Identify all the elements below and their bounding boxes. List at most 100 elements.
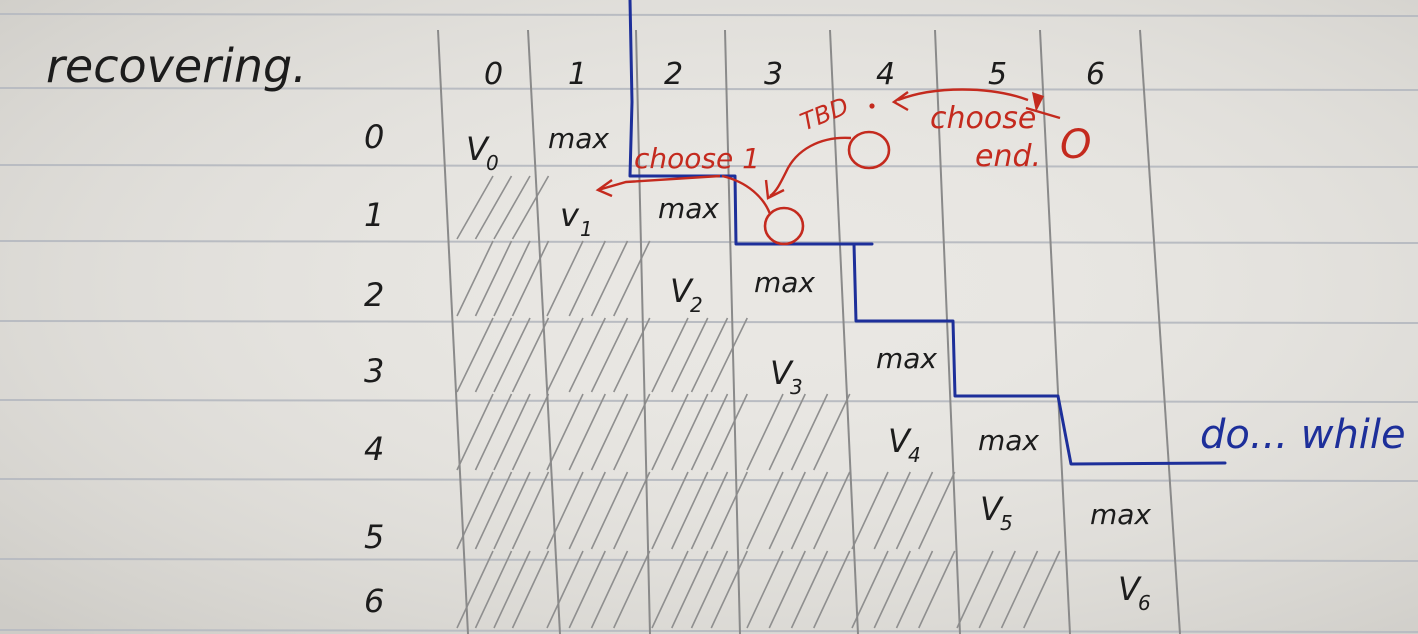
hatch-stroke (851, 471, 889, 550)
hatch-stroke (511, 317, 550, 393)
hatch-stroke (746, 471, 784, 550)
hatch-stroke (613, 550, 651, 629)
hatch-stroke (790, 550, 829, 629)
hatch-stroke (590, 471, 629, 550)
loop-label: do... while (1200, 412, 1406, 458)
hatch-stroke (493, 393, 531, 471)
hatch-stroke (493, 471, 531, 550)
hatch-stroke (895, 471, 934, 550)
hatch-stroke (474, 471, 513, 550)
hatch-stroke (456, 550, 494, 629)
ruled-line (0, 478, 1418, 482)
hatch-stroke (978, 550, 1016, 629)
diagonal-subscript: 0 (486, 151, 499, 175)
arrow-left (597, 174, 721, 192)
row-header: 1 (364, 196, 384, 234)
ruled-line (0, 164, 1418, 168)
hatch-stroke (474, 550, 513, 629)
ruled-line (0, 320, 1418, 324)
circle-marker-1 (763, 206, 805, 246)
hatch-stroke (768, 393, 806, 471)
cross-marker (1032, 92, 1044, 112)
column-line (527, 29, 561, 634)
hatch-stroke (710, 317, 748, 393)
hatch-stroke (671, 471, 709, 550)
hatch-stroke (813, 471, 851, 550)
hatch-stroke (613, 240, 651, 317)
ruled-line (0, 399, 1418, 403)
hatch-stroke (690, 471, 729, 550)
hatch-stroke (493, 550, 531, 629)
column-line (635, 29, 651, 634)
diagonal-cell: V0 (466, 130, 499, 175)
staircase-boundary (628, 0, 1227, 466)
pencil-column-lines (437, 29, 1181, 634)
hatch-stroke (511, 393, 550, 471)
hatch-stroke (493, 240, 531, 317)
column-header: 1 (568, 57, 587, 92)
hatch-stroke (768, 550, 806, 629)
column-line (437, 29, 469, 634)
choose-end-arrow-head (891, 91, 909, 112)
row-header: 6 (364, 582, 384, 620)
hatch-stroke (590, 317, 629, 393)
diagonal-subscript: 4 (908, 443, 921, 467)
column-header: 5 (988, 57, 1007, 92)
hatch-stroke (511, 175, 550, 240)
hatch-stroke (511, 550, 550, 629)
diagonal-subscript: 5 (1000, 511, 1013, 535)
row-header: 0 (364, 118, 384, 156)
hatch-stroke (511, 471, 550, 550)
diagonal-value: V (1118, 570, 1142, 608)
hatch-stroke (511, 240, 550, 317)
choose-1-label: choose 1 (634, 142, 760, 175)
ruled-line (0, 558, 1418, 562)
link-curve (721, 174, 772, 215)
diagonal-cell: V4 (888, 422, 921, 467)
hatch-stroke (895, 550, 934, 629)
diagonal-cell: V2 (670, 272, 703, 317)
diagonal-value: V (770, 354, 794, 392)
hatch-stroke (456, 175, 494, 240)
hatch-stroke (710, 471, 748, 550)
hatch-stroke (568, 471, 606, 550)
hatch-stroke (671, 393, 709, 471)
hatch-stroke (873, 550, 911, 629)
arrow-left-head (595, 179, 613, 198)
hatch-stroke (546, 471, 584, 550)
hatch-stroke (568, 240, 606, 317)
ruled-line (0, 87, 1418, 91)
hatch-stroke (474, 393, 513, 471)
pencil-hatching (456, 175, 1061, 629)
hatch-stroke (873, 471, 911, 550)
hatch-stroke (746, 550, 784, 629)
hatch-stroke (546, 317, 584, 393)
row-header: 4 (364, 430, 384, 468)
hatch-stroke (651, 471, 689, 550)
tbd-arrow-head (764, 179, 785, 200)
tbd-arrow (769, 136, 852, 197)
column-line (724, 29, 741, 634)
ruled-line (0, 240, 1418, 244)
hatch-stroke (474, 317, 513, 393)
hatch-stroke (768, 471, 806, 550)
column-line (1139, 29, 1181, 634)
page-title: recovering. (46, 39, 307, 93)
hatch-stroke (918, 550, 956, 629)
diagonal-value: v (560, 196, 580, 234)
hatch-stroke (813, 393, 851, 471)
end-label: end. (975, 139, 1041, 174)
diagonal-value: V (466, 130, 490, 168)
hatch-stroke (710, 550, 748, 629)
diagonal-subscript: 3 (790, 375, 803, 399)
hatch-stroke (474, 240, 513, 317)
hatch-stroke (613, 471, 651, 550)
diagonal-value: V (888, 422, 912, 460)
diagonal-subscript: 2 (690, 293, 703, 317)
cross-stroke (1025, 106, 1061, 120)
column-header: 3 (764, 57, 783, 92)
